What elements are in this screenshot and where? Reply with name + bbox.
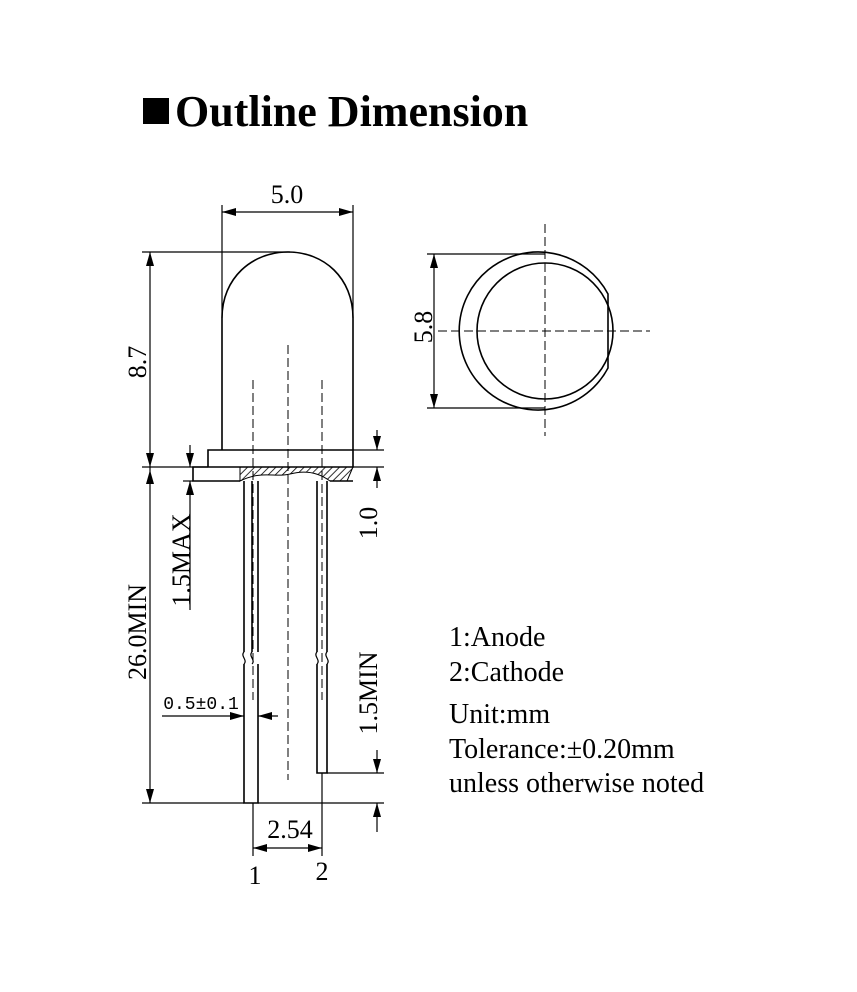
flange-outline: [458, 251, 609, 411]
page-title: Outline Dimension: [143, 86, 528, 137]
lead-1: [242, 481, 259, 804]
note-cathode: 2:Cathode: [449, 657, 564, 688]
led-top-view: [438, 224, 650, 436]
dim-body-height: 8.7: [123, 251, 290, 468]
note-unless-noted: unless otherwise noted: [449, 768, 704, 799]
dim-flange-thickness-label: 1.0: [354, 507, 383, 540]
dim-flange-max: 1.5MAX: [167, 445, 196, 610]
dim-lead-offset-label: 1.5MIN: [354, 651, 383, 734]
led-side-view: [192, 251, 354, 804]
title-text: Outline Dimension: [175, 87, 529, 136]
dim-flange-diameter-label: 5.8: [409, 311, 438, 344]
dim-lead-offset: 1.5MIN: [258, 651, 384, 832]
dim-dome-width: 5.0: [221, 180, 354, 318]
pin-1-label: 1: [249, 861, 262, 890]
dim-lead-length-label: 26.0MIN: [123, 584, 152, 680]
dim-lead-spacing: 2.54: [252, 773, 323, 856]
note-unit: Unit:mm: [449, 699, 550, 730]
dim-flange-diameter: 5.8: [409, 253, 545, 409]
led-epoxy-seat: [239, 466, 354, 482]
dim-dome-width-label: 5.0: [271, 180, 304, 209]
dim-body-height-label: 8.7: [123, 346, 152, 379]
note-tolerance: Tolerance:±0.20mm: [449, 734, 675, 765]
dim-lead-width: 0.5±0.1: [162, 695, 278, 720]
dim-flange-max-label: 1.5MAX: [167, 513, 196, 606]
dim-lead-width-label: 0.5±0.1: [163, 695, 239, 715]
note-anode: 1:Anode: [449, 622, 545, 653]
dim-lead-length: 26.0MIN: [123, 467, 244, 804]
square-bullet-icon: [143, 98, 169, 124]
pin-2-label: 2: [316, 857, 329, 886]
dim-flange-thickness: 1.0: [353, 430, 384, 539]
dim-lead-spacing-label: 2.54: [267, 815, 313, 844]
notes-block: 1:Anode 2:Cathode Unit:mm Tolerance:±0.2…: [449, 622, 704, 799]
